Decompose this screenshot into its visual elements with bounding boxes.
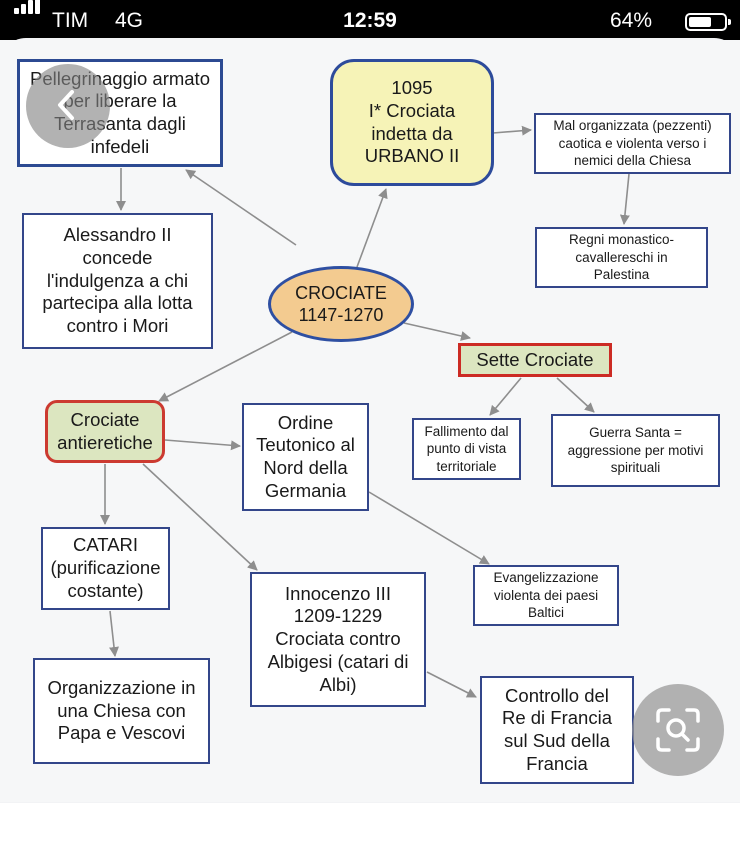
battery-percentage: 64% [610,9,653,32]
connector-arrows [100,125,630,698]
arrow-ordine-evangelizzazione [368,491,490,565]
image-search-button[interactable] [632,684,724,776]
arrow-antieretiche-ordine [164,439,241,451]
node-sette-crociate: Sette Crociate [458,343,612,377]
battery-icon [685,13,731,31]
chevron-left-icon [58,90,74,120]
arrow-catari-organizzazione [109,610,119,657]
carrier-name: TIM [52,9,89,32]
arrow-sette-fallimento [489,377,522,416]
node-controllo: Controllo del Re di Francia sul Sud dell… [480,676,634,784]
arrow-center-sette [403,322,471,341]
clock: 12:59 [343,9,397,32]
node-crociate-center: CROCIATE 1147-1270 [268,266,414,342]
node-catari: CATARI (purificazione costante) [41,527,170,610]
node-fallimento: Fallimento dal punto di vista territoria… [412,418,521,480]
node-guerra-santa: Guerra Santa = aggressione per motivi sp… [551,414,720,487]
arrow-prima-mal [492,125,532,136]
node-evangelizzazione: Evangelizzazione violenta dei paesi Balt… [473,565,619,626]
node-innocenzo: Innocenzo III 1209-1229 Crociata contro … [250,572,426,707]
node-regni: Regni monastico- cavallereschi in Palest… [535,227,708,288]
image-search-icon [656,708,700,752]
node-mal-organizzata: Mal organizzata (pezzenti) caotica e vio… [534,113,731,174]
arrow-mal-regni [619,173,630,225]
arrow-innocenzo-controllo [426,671,477,698]
node-prima-crociata: 1095 I* Crociata indetta da URBANO II [330,59,494,186]
network-type: 4G [115,9,144,32]
node-crociate-antieretiche: Crociate antieretiche [45,400,165,463]
back-button[interactable] [26,64,110,148]
bottom-area [0,803,740,843]
status-bar: TIM 4G 12:59 64% [0,0,740,44]
arrow-sette-guerra [556,377,595,413]
arrow-center-antieretiche [158,331,293,402]
node-organizzazione: Organizzazione in una Chiesa con Papa e … [33,658,210,764]
arrow-antieretiche-innocenzo [142,463,258,571]
node-ordine-teutonico: Ordine Teutonico al Nord della Germania [242,403,369,511]
node-alessandro: Alessandro II concede l'indulgenza a chi… [22,213,213,349]
arrow-center-pellegrinaggio [185,169,297,246]
arrow-center-prima [356,188,388,268]
